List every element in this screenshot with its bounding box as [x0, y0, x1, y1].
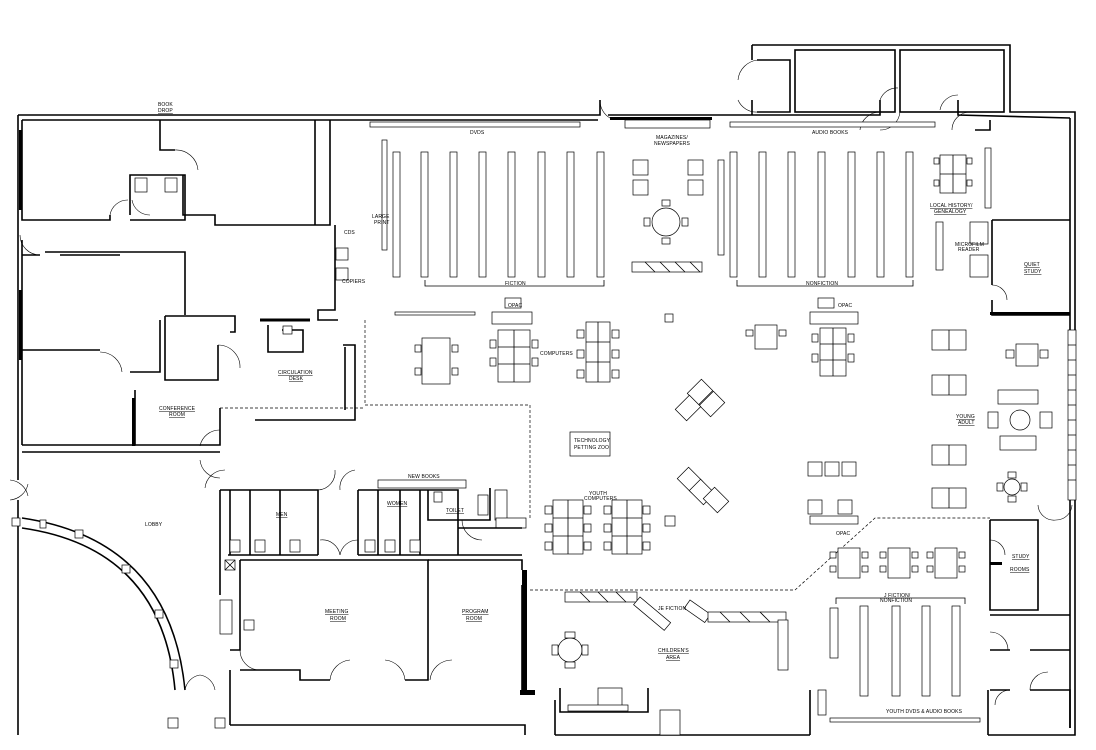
circulation-area: [220, 225, 531, 520]
j-fiction-label-1: J FICTION/: [884, 593, 911, 599]
women-label: WOMEN: [387, 501, 408, 507]
opac-label-3: OPAC: [836, 531, 850, 537]
meeting-program-rooms: [219, 559, 535, 695]
nonfiction-shelving: [717, 151, 944, 287]
childrens-area: [530, 517, 990, 736]
nonfiction-label: NONFICTION: [806, 281, 838, 287]
study-rooms: [989, 504, 1073, 728]
book-drop-label-2: DROP: [158, 108, 173, 114]
j-fiction-label-2: NONFICTION: [880, 598, 912, 604]
meeting-room-label-2: ROOM: [330, 616, 346, 622]
youth-computers: [544, 499, 651, 555]
childrens-area-label-1: CHILDREN'S: [658, 648, 689, 654]
lobby-label: LOBBY: [145, 522, 163, 528]
je-fiction-label: JE FICTION: [658, 606, 687, 612]
wall-displays-top: [369, 117, 936, 129]
book-drop-label-1: BOOK: [158, 102, 173, 108]
lounge-chairs: [569, 378, 730, 514]
large-print-label-1: LARGE: [372, 214, 390, 220]
conference-room-label-2: ROOM: [169, 412, 185, 418]
tech-petting-zoo-label-2: PETTING ZOO: [574, 445, 609, 451]
quiet-study-room: [990, 219, 1070, 316]
restroom-block: [204, 469, 527, 595]
circulation-desk-label-1: CIRCULATION: [278, 370, 313, 376]
young-adult-label-2: ADULT: [958, 420, 975, 426]
conference-room-label-1: CONFERENCE: [159, 406, 196, 412]
young-adult-label-1: YOUNG: [956, 414, 975, 420]
childrens-tables: [829, 547, 966, 579]
left-offices: [19, 120, 331, 479]
magazines-label-2: NEWSPAPERS: [654, 141, 690, 147]
cds-label: CDS: [344, 230, 355, 236]
dvds-label: DVDS: [470, 130, 485, 136]
room-labels: BOOK DROP DVDS MAGAZINES/ NEWSPAPERS AUD…: [145, 102, 1042, 715]
fiction-label: FICTION: [505, 281, 526, 287]
microfilm-label-2: READER: [958, 247, 980, 253]
local-history-label-1: LOCAL HISTORY/: [930, 203, 973, 209]
men-label: MEN: [276, 512, 288, 518]
quiet-study-label-2: STUDY: [1024, 269, 1042, 275]
microfilm-label-1: MICROFILM: [955, 242, 984, 248]
youth-computers-label-1: YOUTH: [589, 491, 607, 497]
j-fiction-shelving: [817, 597, 981, 723]
study-rooms-label-1: STUDY: [1012, 554, 1030, 560]
opac-label-1: OPAC: [508, 303, 522, 309]
quiet-study-label-1: QUIET: [1024, 262, 1040, 268]
exterior-walls: [17, 44, 1076, 736]
youth-dvds-label: YOUTH DVDS & AUDIO BOOKS: [886, 709, 963, 715]
circulation-desk-label-2: DESK: [289, 376, 304, 382]
toilet-label: TOILET: [446, 508, 464, 514]
magazines-label-1: MAGAZINES/: [656, 135, 688, 141]
audio-books-label: AUDIO BOOKS: [812, 130, 849, 136]
computers-label: COMPUTERS: [540, 351, 573, 357]
youth-computers-label-2: COMPUTERS: [584, 496, 617, 502]
young-adult-furniture: [664, 329, 1077, 527]
lobby-curved-wall: [9, 479, 226, 729]
meeting-room-label-1: MEETING: [325, 609, 348, 615]
fiction-shelving: [381, 139, 605, 316]
opac-label-2: OPAC: [838, 303, 852, 309]
copiers-label: COPIERS: [342, 279, 366, 285]
local-history-furniture: [933, 120, 992, 278]
study-rooms-label-2: ROOMS: [1010, 567, 1030, 573]
tech-petting-zoo-label-1: TECHNOLOGY: [574, 438, 611, 444]
local-history-label-2: GENEALOGY: [934, 209, 967, 215]
magazine-seating: [631, 159, 704, 273]
new-books-label: NEW BOOKS: [408, 474, 440, 480]
adult-computers: [414, 297, 859, 385]
program-room-label-2: ROOM: [466, 616, 482, 622]
large-print-label-2: PRINT: [374, 220, 390, 226]
childrens-area-label-2: AREA: [666, 655, 681, 661]
program-room-label-1: PROGRAM: [462, 609, 489, 615]
